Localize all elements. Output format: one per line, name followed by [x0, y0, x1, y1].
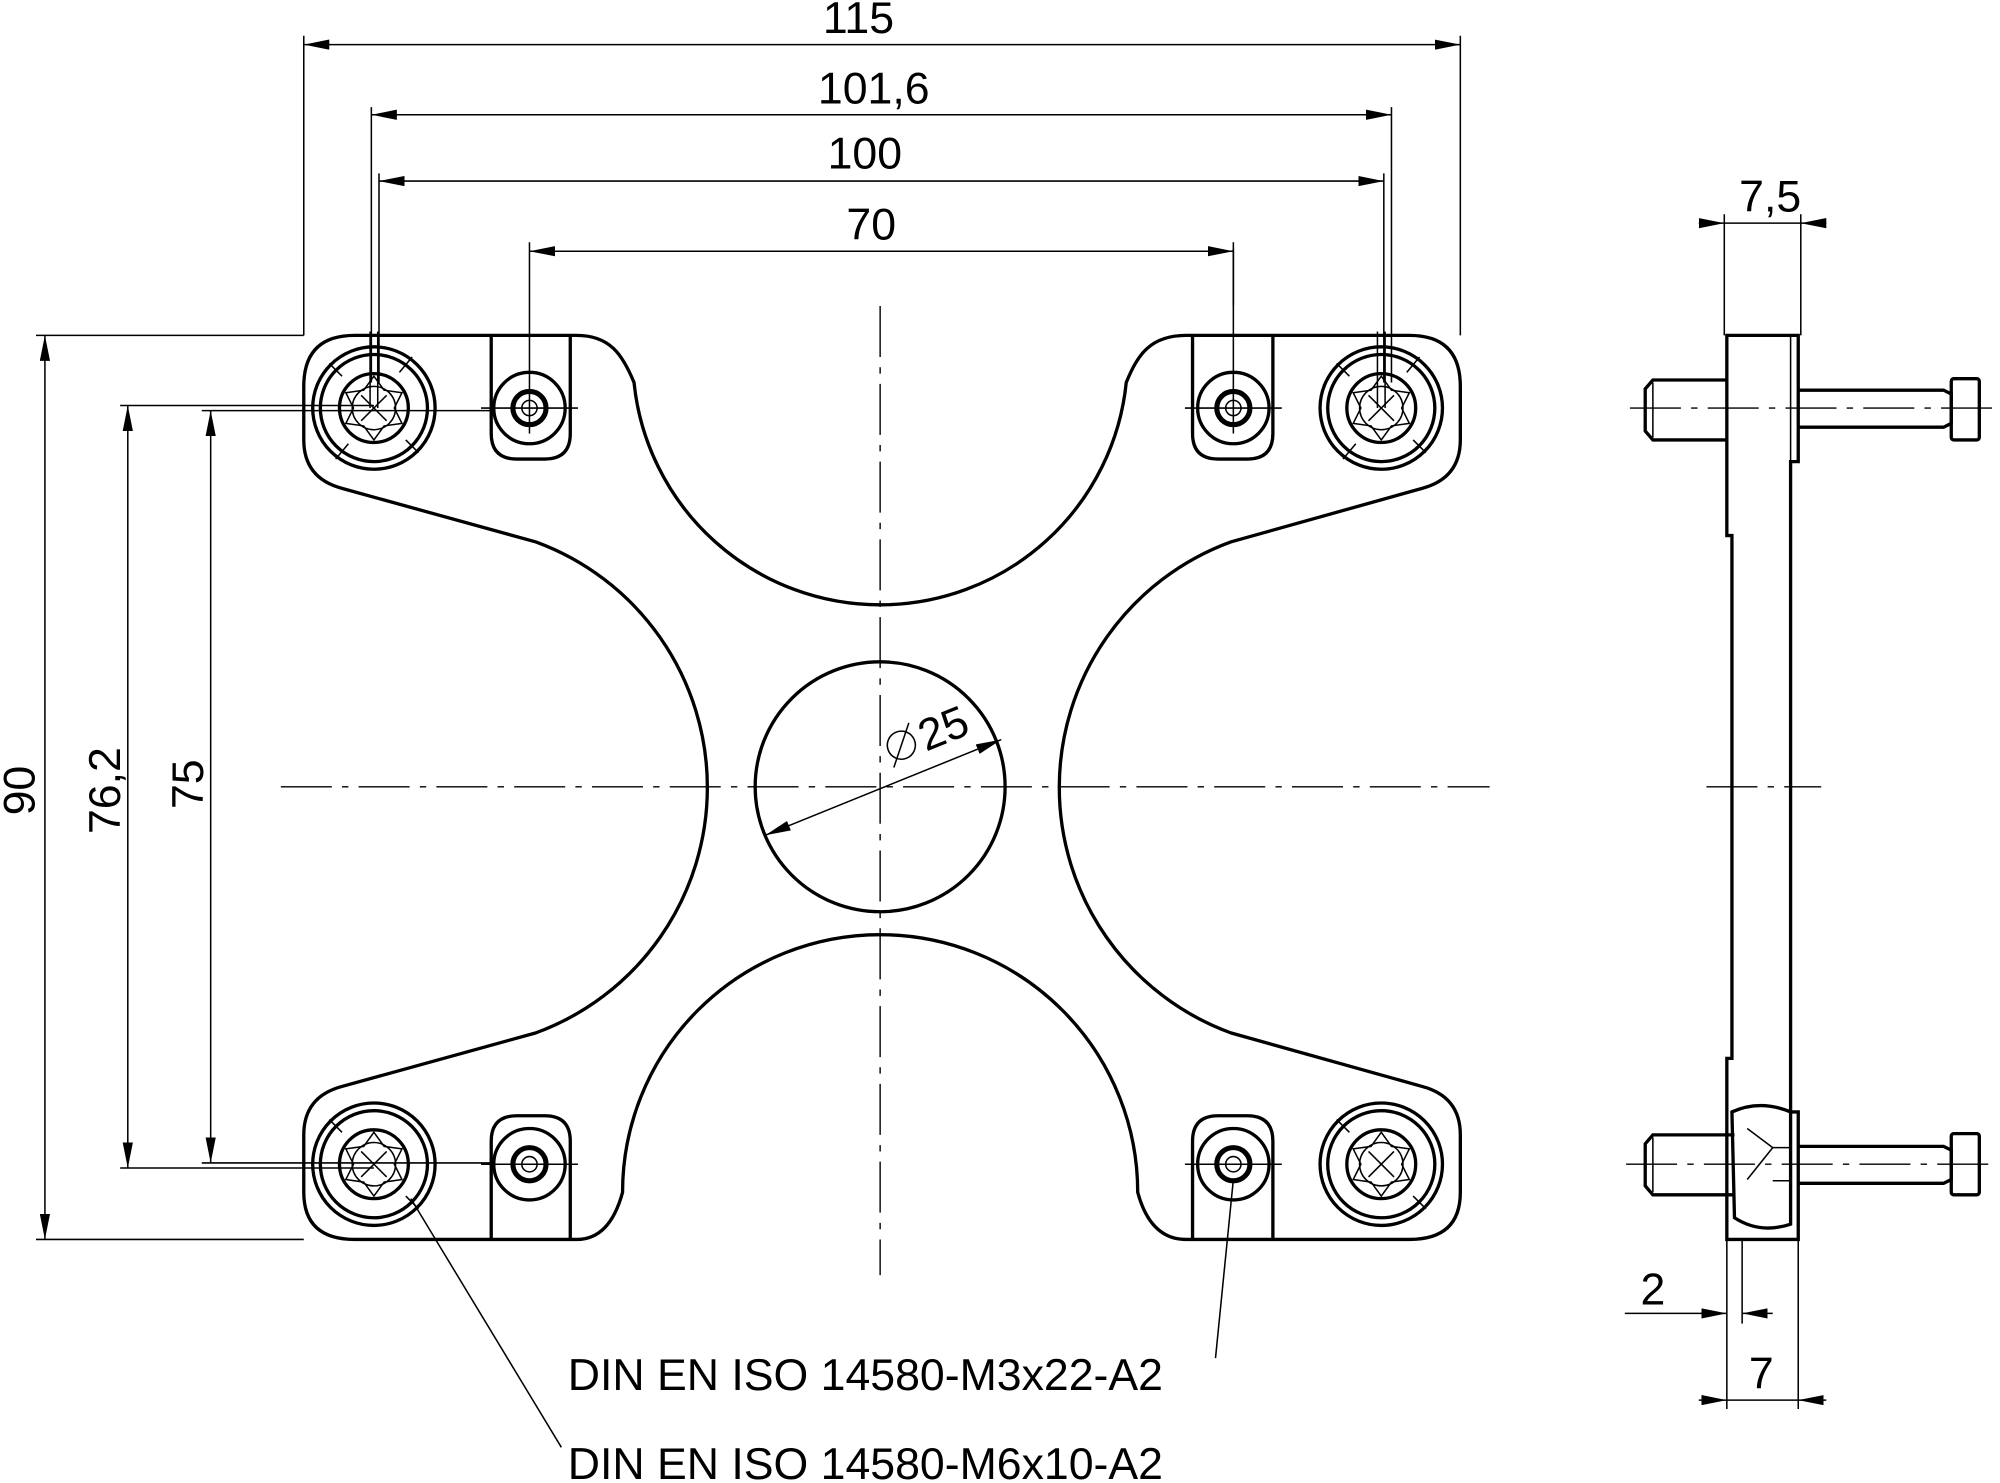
dim-90: 90	[0, 766, 45, 816]
dim-70: 70	[846, 201, 896, 250]
dim-7-5: 7,5	[1739, 173, 1801, 222]
vertical-dimensions: 90 76,2 75	[0, 334, 492, 1241]
horizontal-dimensions: 115 101,6 100 70	[303, 0, 1462, 383]
m6-screws	[311, 331, 1445, 1228]
dim-76-2: 76,2	[81, 747, 130, 834]
dim-101-6: 101,6	[818, 64, 930, 113]
plate-outline	[302, 333, 1462, 1242]
diameter-dimension: 25	[765, 697, 1002, 836]
callouts: DIN EN ISO 14580-M3x22-A2 DIN EN ISO 145…	[410, 1179, 1235, 1483]
callout-m3-screw: DIN EN ISO 14580-M3x22-A2	[568, 1351, 1163, 1400]
dim-7: 7	[1749, 1350, 1774, 1399]
dim-75: 75	[164, 759, 213, 809]
side-view: 7,5 2 7	[1624, 173, 1996, 1410]
callout-m6-screw: DIN EN ISO 14580-M6x10-A2	[568, 1440, 1163, 1483]
dim-100: 100	[828, 129, 902, 178]
dim-115: 115	[823, 0, 894, 43]
dim-2: 2	[1640, 1265, 1665, 1314]
front-view	[280, 248, 1490, 1276]
m3-screws	[481, 248, 1282, 1202]
m3-slots	[489, 335, 1275, 1240]
dim-diameter-25: 25	[911, 697, 975, 761]
